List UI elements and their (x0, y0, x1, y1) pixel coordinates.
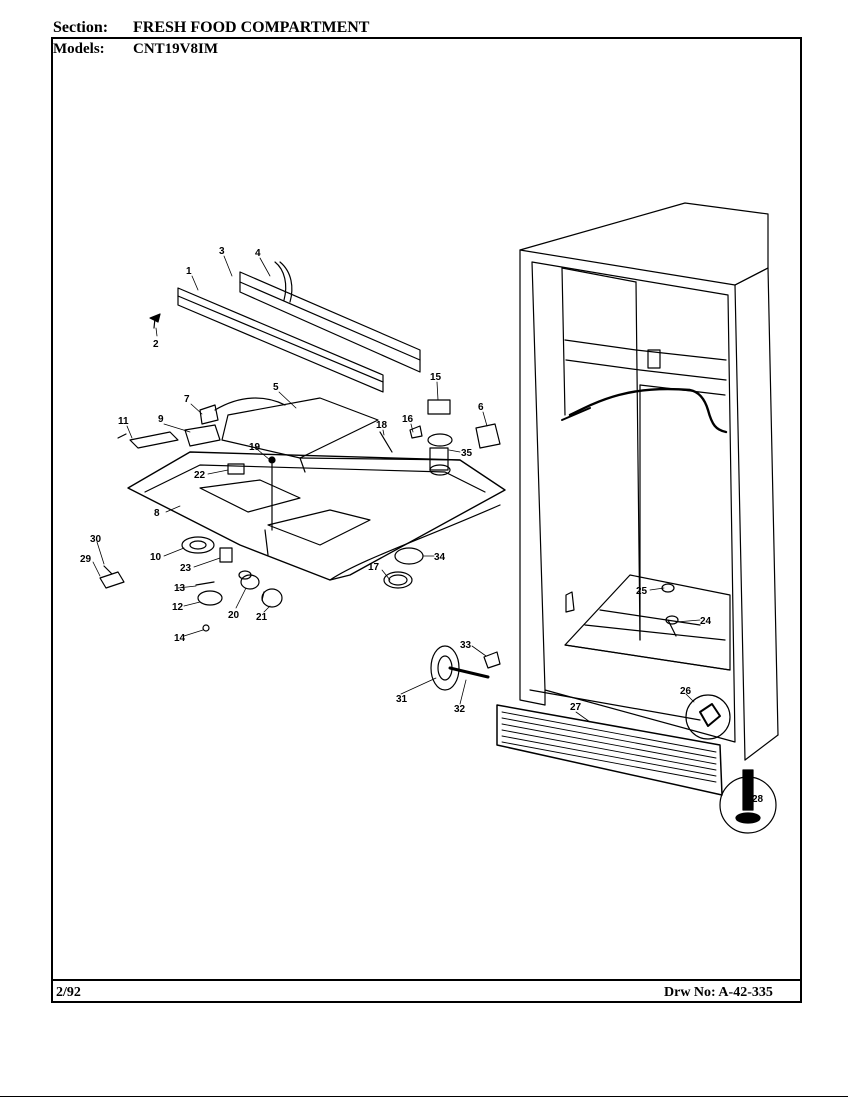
callout-6: 6 (478, 402, 484, 413)
callout-4: 4 (255, 248, 261, 259)
drawing-date: 2/92 (56, 985, 81, 1000)
callout-9: 9 (158, 414, 164, 425)
callout-10: 10 (150, 552, 162, 563)
page-bottom-rule (0, 1096, 848, 1097)
callout-18: 18 (376, 420, 388, 431)
callout-15: 15 (430, 372, 442, 383)
exploded-components (99, 261, 679, 691)
models-label: Models: (53, 41, 105, 57)
callout-leaders (92, 255, 701, 723)
callout-12: 12 (172, 602, 184, 613)
callout-7: 7 (184, 394, 190, 405)
callout-8: 8 (154, 508, 160, 519)
callout-29: 29 (80, 554, 92, 565)
footer-divider (51, 979, 802, 981)
section-title: FRESH FOOD COMPARTMENT (133, 19, 370, 36)
drawing-frame (51, 37, 802, 1003)
refrigerator-cabinet (496, 202, 779, 834)
callout-14: 14 (174, 633, 186, 644)
callout-23: 23 (180, 563, 192, 574)
section-label: Section: (53, 19, 109, 36)
callout-13: 13 (174, 583, 186, 594)
callout-11: 11 (118, 416, 129, 427)
callout-28: 28 (752, 794, 764, 805)
callout-17: 17 (368, 562, 380, 573)
callout-20: 20 (228, 610, 240, 621)
callout-26: 26 (680, 686, 692, 697)
callout-21: 21 (256, 612, 268, 623)
callout-30: 30 (90, 534, 102, 545)
callout-31: 31 (396, 694, 408, 705)
drawing-number: Drw No: A-42-335 (664, 985, 773, 1000)
callout-22: 22 (194, 470, 206, 481)
callout-16: 16 (402, 414, 414, 425)
callout-24: 24 (700, 616, 712, 627)
callout-25: 25 (636, 586, 648, 597)
callout-3: 3 (219, 246, 225, 257)
models-value: CNT19V8IM (133, 41, 218, 57)
callout-19: 19 (249, 442, 261, 453)
callout-1: 1 (186, 266, 192, 277)
callout-35: 35 (461, 448, 473, 459)
callout-5: 5 (273, 382, 279, 393)
callout-2: 2 (153, 339, 159, 350)
callout-27: 27 (570, 702, 582, 713)
callout-32: 32 (454, 704, 466, 715)
callout-34: 34 (434, 552, 446, 563)
callout-33: 33 (460, 640, 472, 651)
